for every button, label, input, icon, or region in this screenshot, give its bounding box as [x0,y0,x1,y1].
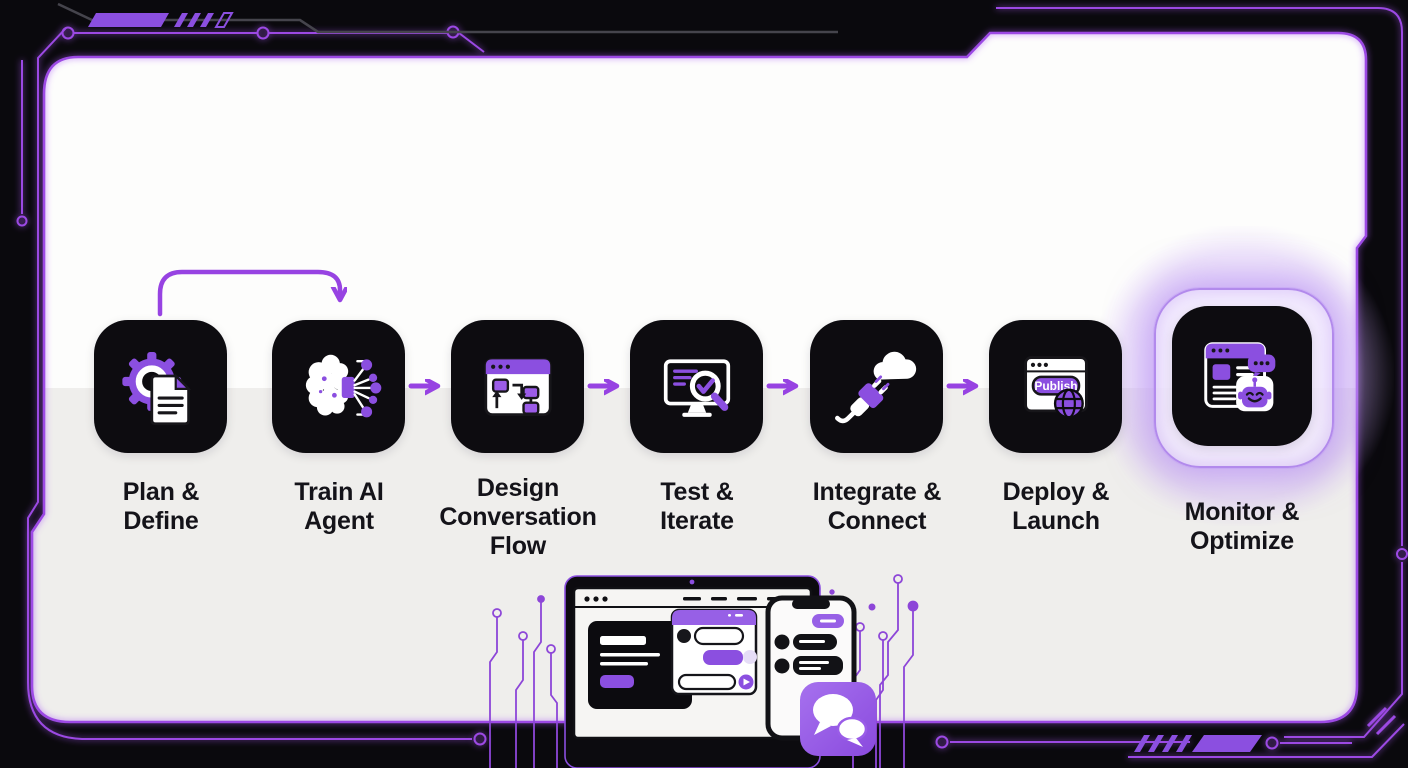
panel-border [30,31,1368,724]
browser-publish-globe-icon: Publish [1023,355,1088,419]
step-plan-define [94,320,227,453]
circuit-traces-left [489,595,558,768]
bottom-right-accent-bar [1134,735,1262,752]
step-tile [451,320,584,453]
step-label-test-iterate: Test & Iterate [660,478,734,535]
devices-illustration [460,570,940,768]
dashboard-chatbot-icon [1204,342,1276,412]
monitor-magnifier-check-icon [663,358,730,417]
step-tile [810,320,943,453]
robot-icon [1236,376,1274,412]
step-tile [94,320,227,453]
globe-icon [1053,388,1084,419]
chat-bubble-icon [1247,354,1276,379]
step-label-deploy-launch: Deploy & Launch [1002,478,1110,535]
step-monitor-optimize [1172,306,1312,446]
chat-app-icon [800,682,876,756]
gray-trace [57,2,838,34]
step-tile [272,320,405,453]
step-integrate-connect [810,320,943,453]
step-tile-highlighted [1172,306,1312,446]
step-label-integrate-connect: Integrate & Connect [812,478,942,535]
step-train-ai-agent [272,320,405,453]
brain-circuit-icon [305,354,381,417]
step-label-monitor-optimize: Monitor & Optimize [1184,498,1300,555]
gear-document-icon [121,351,191,425]
webcam-dot [689,579,695,585]
dashboard-panel [588,621,692,709]
plug-cloud-icon [834,351,916,423]
step-test-iterate [630,320,763,453]
top-left-accent-bar [88,12,234,28]
step-label-design-conversation-flow: Design Conversation Flow [439,474,597,560]
step-tile [630,320,763,453]
step-tile: Publish [989,320,1122,453]
phone-notch [792,599,830,609]
step-label-train-ai-agent: Train AI Agent [294,478,384,535]
step-design-conversation-flow [451,320,584,453]
step-deploy-launch: Publish [989,320,1122,453]
step-label-plan-define: Plan & Define [122,478,200,535]
chat-widget [670,608,758,696]
flowchart-window-icon [483,357,552,416]
